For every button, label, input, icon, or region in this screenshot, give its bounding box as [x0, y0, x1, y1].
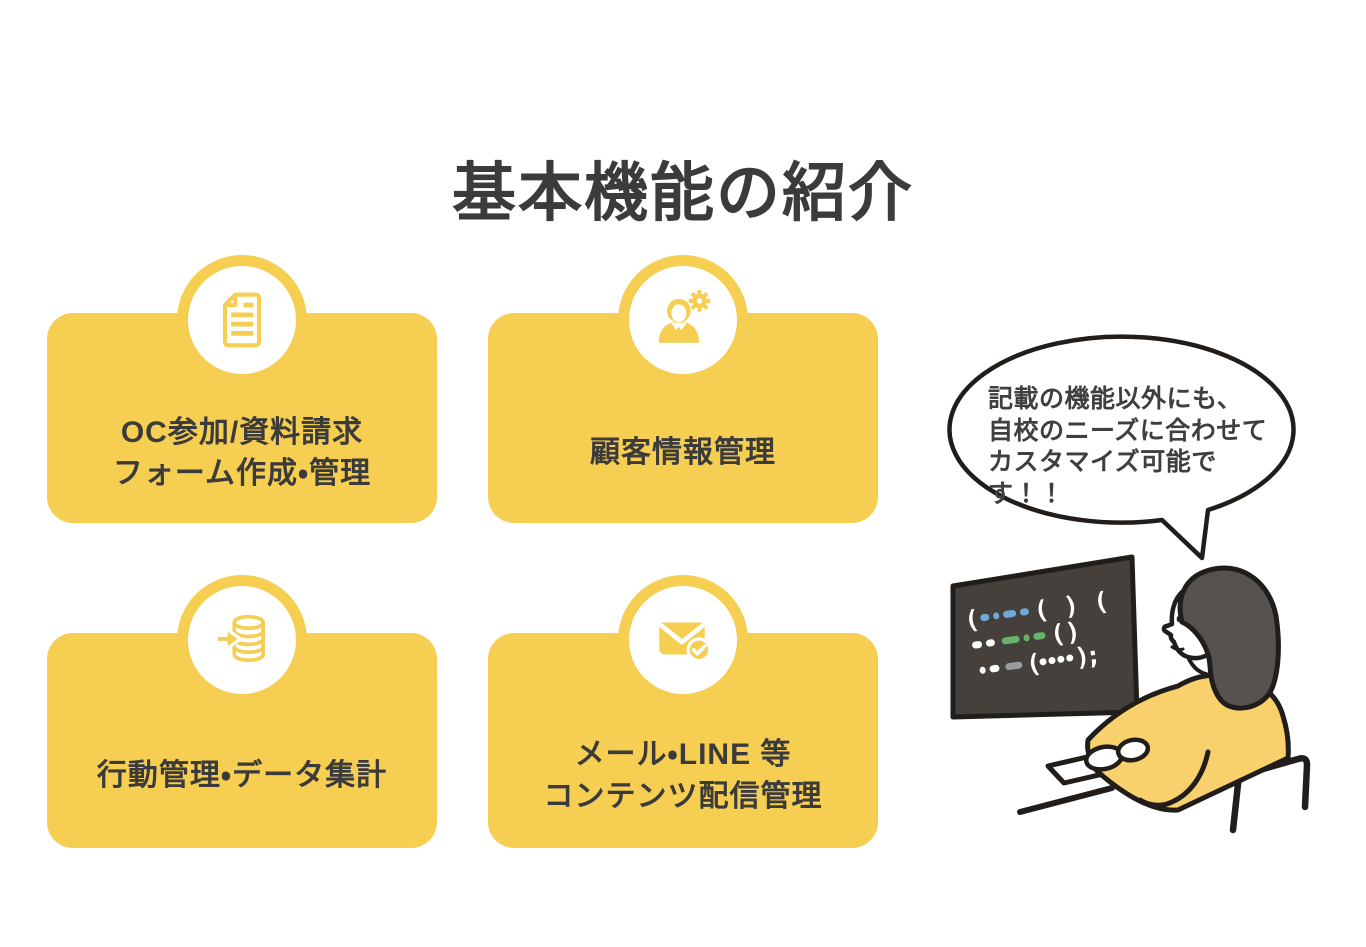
database-arrow-icon: [214, 614, 265, 663]
svg-text:(: (: [963, 604, 982, 635]
hair: [1177, 565, 1281, 711]
feature-icon-circle: [618, 575, 748, 705]
chin-line: [1186, 655, 1208, 676]
svg-text:;: ;: [1084, 640, 1103, 671]
desk-line: [1017, 785, 1115, 815]
hand: [1115, 737, 1151, 763]
svg-text:(: (: [1024, 648, 1043, 679]
feature-card-behavior: 行動管理・データ集計: [47, 575, 437, 848]
svg-text:): ): [1073, 641, 1092, 672]
feature-label-form: OC参加/資料請求 フォーム作成・管理: [112, 415, 372, 490]
feature-card-delivery: メール・LINE 等 コンテンツ配信管理: [488, 575, 878, 848]
feature-card-form: OC参加/資料請求 フォーム作成・管理: [47, 255, 437, 523]
feature-label-customer: 顧客情報管理: [590, 436, 776, 470]
speech-bubble-text: 記載の機能以外にも、 自校のニーズに合わせて カスタマイズ可能です！！: [988, 385, 1268, 508]
monitor-illustration: ( ( ) ( () ( ) ;: [950, 554, 1140, 720]
svg-text:(): (): [1048, 616, 1082, 649]
mouth: [1170, 645, 1185, 652]
feature-icon-circle: [177, 255, 307, 385]
user-gear-icon: [658, 290, 711, 343]
woman-at-computer-illustration: ( ( ) ( () ( ) ;: [950, 554, 1311, 834]
feature-label-behavior: 行動管理・データ集計: [96, 758, 388, 792]
feature-card-customer: 顧客情報管理: [488, 255, 878, 523]
woman-figure: [1083, 565, 1291, 813]
speech-bubble: [947, 334, 1296, 561]
feature-icon-circle: [177, 575, 307, 705]
document-icon: [222, 292, 262, 348]
mail-check-icon: [659, 622, 712, 663]
feature-label-delivery: メール・LINE 等 コンテンツ配信管理: [543, 738, 823, 813]
feature-icon-circle: [618, 255, 748, 385]
page-title: 基本機能の紹介: [452, 156, 914, 229]
